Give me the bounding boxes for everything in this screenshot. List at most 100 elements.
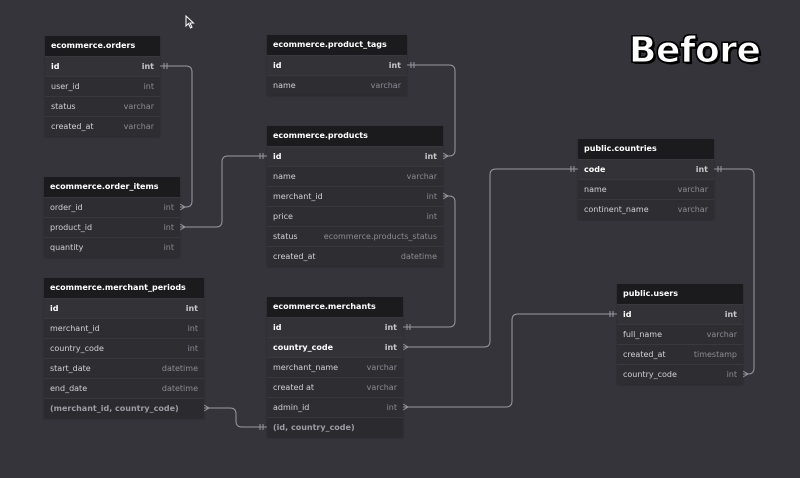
relationship-line[interactable] — [407, 64, 456, 157]
field-name: status — [273, 232, 298, 241]
field-name: created at — [273, 383, 315, 392]
field-name: country_code — [273, 343, 334, 352]
relationship-line[interactable] — [204, 407, 267, 428]
field-row[interactable]: created at varchar — [267, 377, 403, 397]
field-row[interactable]: created_at timestamp — [617, 344, 743, 364]
table-header[interactable]: public.countries — [578, 139, 714, 159]
field-type: varchar — [123, 122, 154, 131]
field-type: varchar — [370, 81, 401, 90]
cardinality-many-marker — [402, 343, 409, 351]
field-type: varchar — [366, 383, 397, 392]
relationship-line[interactable] — [180, 155, 267, 228]
field-row[interactable]: id int — [267, 55, 407, 75]
table-header[interactable]: ecommerce.orders — [45, 36, 160, 56]
field-row[interactable]: (merchant_id, country_code) — [44, 398, 204, 418]
cardinality-many-marker — [442, 152, 449, 160]
mouse-pointer-icon — [185, 15, 195, 29]
cardinality-one-marker — [609, 311, 614, 317]
table-header[interactable]: ecommerce.order_items — [44, 177, 180, 197]
field-name: status — [51, 102, 76, 111]
field-name: id — [273, 152, 282, 161]
relationship-line[interactable] — [403, 168, 578, 348]
relationship-line[interactable] — [714, 168, 755, 375]
table-header[interactable]: ecommerce.product_tags — [267, 35, 407, 55]
field-row[interactable]: price int — [267, 206, 443, 226]
field-type: varchar — [677, 205, 708, 214]
field-row[interactable]: (id, country_code) — [267, 417, 403, 437]
table-header[interactable]: ecommerce.merchants — [267, 297, 403, 317]
field-name: full_name — [623, 330, 663, 339]
field-type: int — [187, 344, 198, 353]
table-header[interactable]: public.users — [617, 284, 743, 304]
relationship-line[interactable] — [160, 65, 193, 208]
field-type: int — [426, 212, 437, 221]
field-name: price — [273, 212, 293, 221]
field-name: (id, country_code) — [273, 423, 355, 432]
cardinality-many-marker — [179, 223, 186, 231]
field-name: id — [273, 323, 282, 332]
field-type: int — [386, 403, 397, 412]
field-name: user_id — [51, 82, 80, 91]
field-name: order_id — [50, 203, 83, 212]
field-type: varchar — [406, 172, 437, 181]
field-name: id — [623, 310, 632, 319]
field-type: int — [163, 243, 174, 252]
table-header[interactable]: ecommerce.products — [267, 126, 443, 146]
before-badge: Before — [628, 30, 761, 72]
field-type: int — [726, 370, 737, 379]
field-row[interactable]: full_name varchar — [617, 324, 743, 344]
field-type: datetime — [161, 384, 198, 393]
relationship-line[interactable] — [403, 313, 617, 408]
table-header[interactable]: ecommerce.merchant_periods — [44, 278, 204, 298]
field-type: int — [388, 61, 401, 70]
cardinality-one-marker — [259, 424, 264, 430]
field-type: varchar — [706, 330, 737, 339]
field-type: timestamp — [693, 350, 737, 359]
field-type: int — [695, 165, 708, 174]
cardinality-many-marker — [742, 370, 749, 378]
field-name: id — [273, 61, 282, 70]
field-name: created_at — [623, 350, 666, 359]
relationship-line[interactable] — [403, 195, 456, 328]
cardinality-one-marker — [570, 166, 575, 172]
field-name: merchant_name — [273, 363, 339, 372]
field-type: int — [163, 223, 174, 232]
